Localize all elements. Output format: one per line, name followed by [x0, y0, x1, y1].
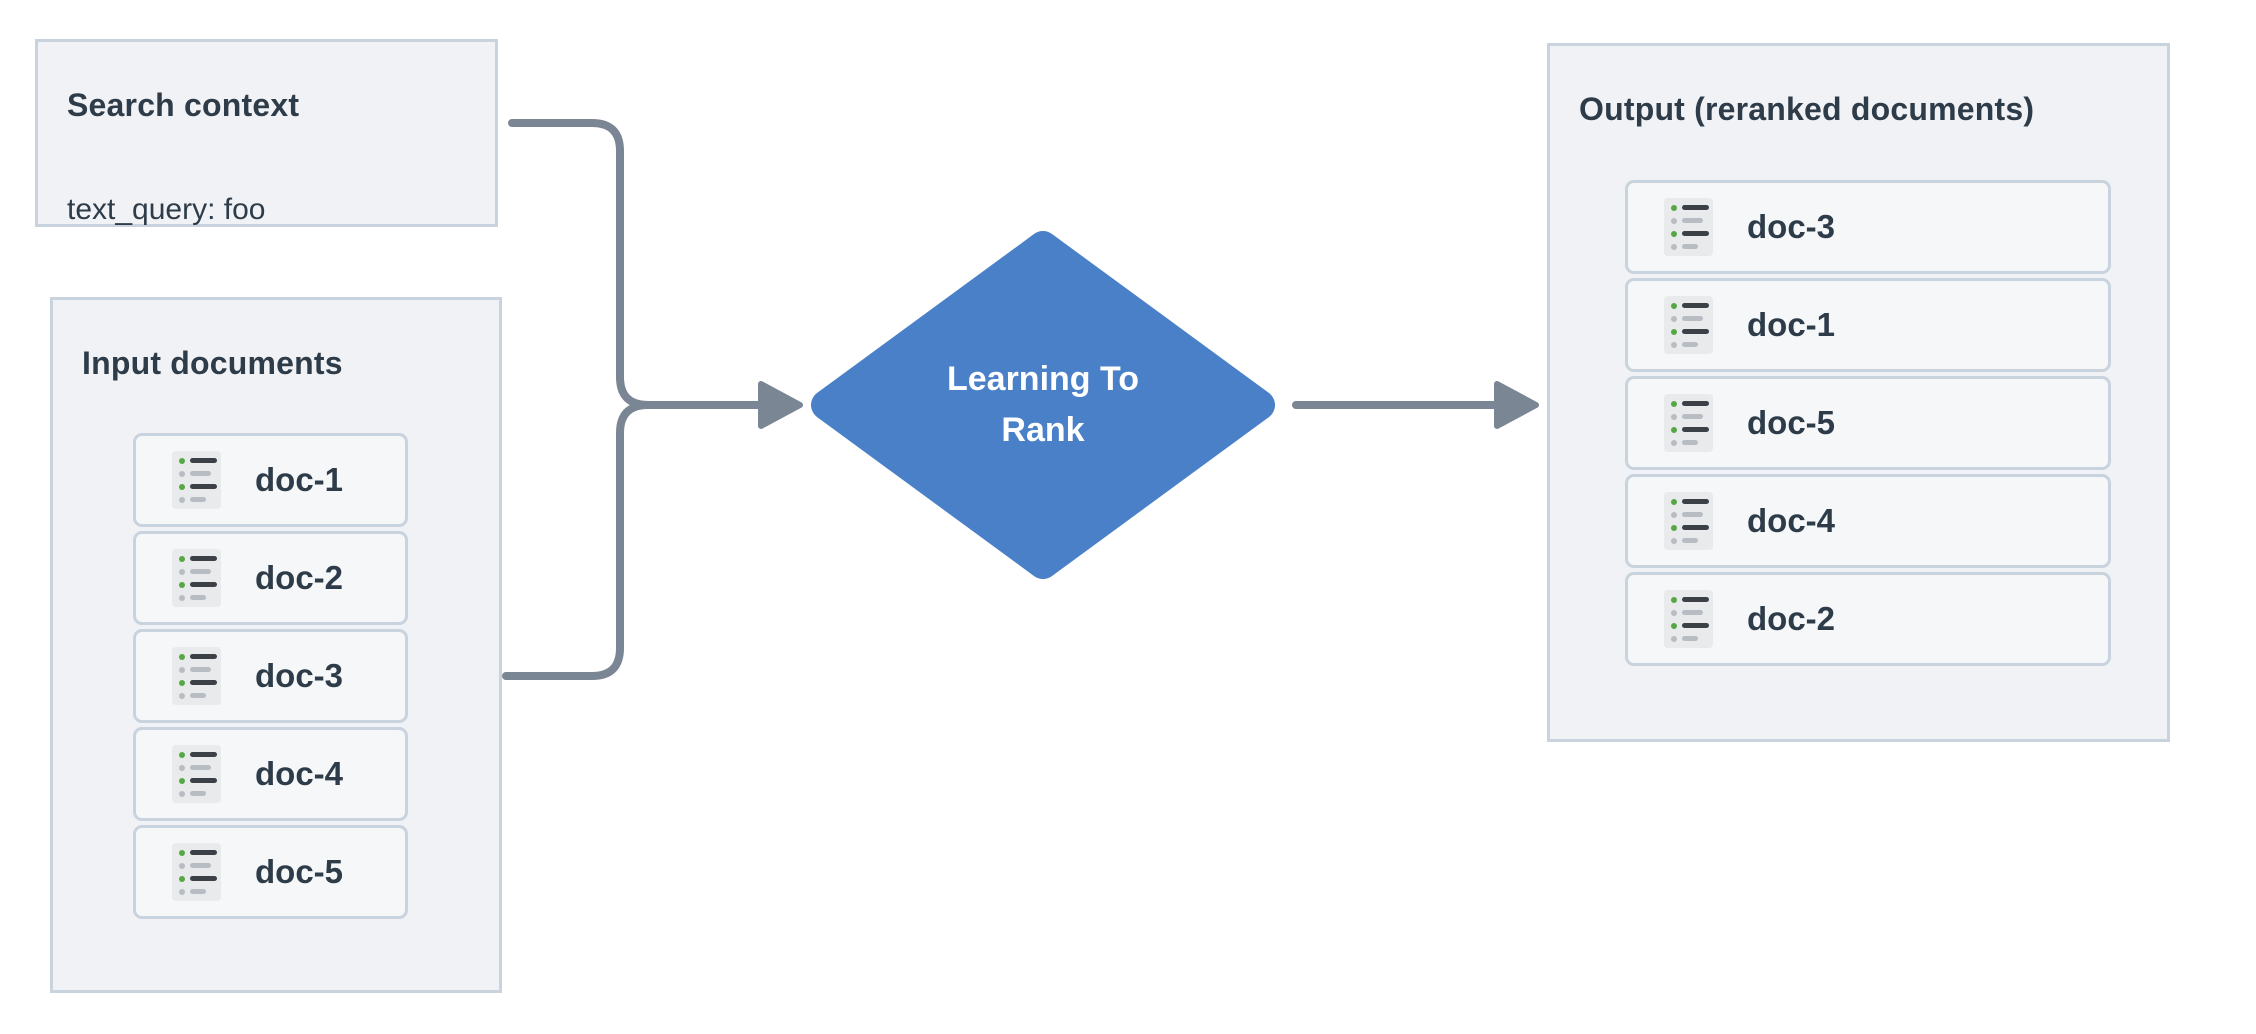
document-list-icon [172, 647, 221, 705]
doc-label: doc-1 [255, 461, 344, 498]
output-title: Output (reranked documents) [1579, 91, 2035, 127]
input-documents-box: Input documents doc-1 doc-2 [50, 297, 502, 993]
input-doc-item-5: doc-5 [133, 825, 408, 919]
input-documents-title: Input documents [82, 345, 343, 381]
document-list-icon [1664, 296, 1713, 354]
doc-label: doc-5 [1747, 404, 1836, 441]
output-doc-item-2: doc-1 [1625, 278, 2111, 372]
document-list-icon [1664, 590, 1713, 648]
input-doc-item-3: doc-3 [133, 629, 408, 723]
doc-label: doc-2 [1747, 600, 1836, 637]
doc-label: doc-4 [255, 755, 344, 792]
search-context-title: Search context [67, 87, 300, 123]
output-doc-list: doc-3 doc-1 doc-5 [1625, 180, 2111, 666]
connector-input-to-merge [502, 401, 652, 680]
output-doc-item-5: doc-2 [1625, 572, 2111, 666]
document-list-icon [172, 843, 221, 901]
doc-label: doc-3 [255, 657, 344, 694]
input-doc-item-1: doc-1 [133, 433, 408, 527]
doc-label: doc-1 [1747, 306, 1836, 343]
output-doc-item-4: doc-4 [1625, 474, 2111, 568]
doc-label: doc-4 [1747, 502, 1836, 539]
document-list-icon [172, 745, 221, 803]
doc-label: doc-3 [1747, 208, 1836, 245]
output-box: Output (reranked documents) doc-3 [1547, 43, 2170, 742]
connector-search-to-merge [508, 119, 764, 409]
document-list-icon [172, 549, 221, 607]
learning-to-rank-text: Learning To Rank [946, 360, 1140, 449]
input-doc-list: doc-1 doc-2 doc-3 [133, 433, 408, 919]
output-doc-item-1: doc-3 [1625, 180, 2111, 274]
doc-label: doc-5 [255, 853, 344, 890]
input-doc-item-4: doc-4 [133, 727, 408, 821]
search-context-box: Search context text_query: foo [35, 39, 498, 227]
diamond-shape [811, 231, 1275, 579]
document-list-icon [1664, 394, 1713, 452]
doc-label: doc-2 [255, 559, 344, 596]
text-query-value: text_query: foo [67, 193, 266, 226]
learning-to-rank-node: Learning To Rank [810, 230, 1276, 580]
document-list-icon [172, 451, 221, 509]
document-list-icon [1664, 198, 1713, 256]
learning-to-rank-label: Learning To Rank [810, 230, 1276, 580]
input-doc-item-2: doc-2 [133, 531, 408, 625]
document-list-icon [1664, 492, 1713, 550]
arrowhead-into-output [1494, 381, 1539, 429]
output-doc-item-3: doc-5 [1625, 376, 2111, 470]
arrowhead-into-diamond [758, 381, 803, 429]
